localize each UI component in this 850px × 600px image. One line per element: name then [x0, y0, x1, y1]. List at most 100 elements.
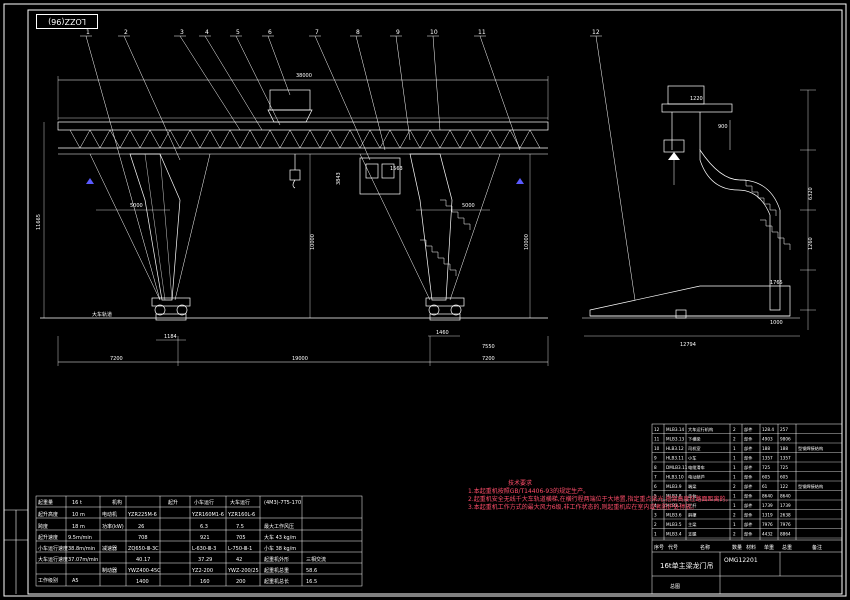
bom-header-name: 名称	[700, 544, 710, 551]
bom-cell: 4432	[762, 532, 773, 537]
bom-cell: 走台	[688, 493, 696, 500]
bom-cell: 部件	[744, 512, 752, 519]
param-extra-9: 16.5	[306, 579, 317, 585]
front-elevation	[40, 76, 549, 366]
param-brake-label: 制动器	[102, 567, 117, 574]
balloon-2: 2	[124, 29, 128, 36]
technical-note-2: 2.起重机安全无线千大车轨道横梯,在横行程两端位于大地置,指定重点采光,搭架高度…	[468, 496, 732, 503]
param-value-span: 18 m	[72, 524, 85, 530]
bom-cell: 1	[733, 465, 736, 470]
bom-cell: 部件	[744, 474, 752, 481]
param-torque-1: 1400	[136, 579, 149, 585]
bom-cell: 部件	[744, 483, 752, 490]
balloon-9: 9	[396, 29, 400, 36]
bom-cell: 2	[654, 522, 657, 527]
technical-notes: 技术要求 1.本起重机按照GB/T14406-93的规定生产。 2.起重机安全无…	[468, 480, 731, 512]
bom-cell: 188	[762, 446, 770, 451]
bom-cell: 725	[780, 465, 788, 470]
param-power-2: 6.3	[200, 524, 208, 530]
dim-side-h4: 1260	[808, 237, 814, 250]
balloon-numbers: 1 2 3 4 5 6 7 8 9 10 11 12	[86, 29, 600, 36]
bom-cell: 部件	[744, 436, 752, 443]
technical-notes-title: 技术要求	[508, 480, 533, 487]
bom-cell: 725	[762, 465, 770, 470]
param-power-3: 7.5	[236, 524, 244, 530]
dim-side-h1: 1220	[690, 96, 703, 102]
bom-cell: MLB3.5	[666, 522, 682, 527]
param-header-hoist: 起升	[168, 499, 178, 506]
bom-cell: 司机室	[688, 445, 701, 452]
param-label-capacity: 起重量	[38, 499, 53, 506]
bom-table	[651, 423, 843, 595]
bom-cell: 12	[654, 427, 660, 432]
bom-cell: 7976	[780, 522, 791, 527]
param-extra-6: 起重机总重	[264, 567, 289, 574]
inner-border	[27, 9, 843, 595]
bom-cell: 3	[654, 513, 657, 518]
bom-cell: 5	[654, 494, 657, 499]
dim-span: 38000	[296, 73, 312, 79]
param-speed-2: 921	[200, 535, 210, 541]
bom-cell: 1357	[780, 456, 791, 461]
side-elevation	[582, 85, 816, 337]
bom-cell: HLB3.10	[666, 475, 684, 480]
rail-label: 大车轨道	[92, 311, 112, 318]
bom-cell: 6	[654, 484, 657, 489]
bom-footer: 序号 代号 名称 数量 材料 单重 总重 备注 16t单主梁龙门吊 OMG122…	[654, 544, 822, 590]
bom-header-material: 材料	[746, 544, 756, 551]
bom-cell: 部件	[744, 521, 752, 528]
balloon-7: 7	[315, 29, 319, 36]
dim-left-overhang: 7200	[110, 356, 123, 362]
bom-cell: 61	[762, 484, 768, 489]
dim-right-overhang: 7200	[482, 356, 495, 362]
bom-cell: 部件	[744, 426, 752, 433]
bom-cell: 7	[654, 475, 657, 480]
bom-cell: 部件	[744, 445, 752, 452]
bom-cell: 257	[780, 427, 788, 432]
parameter-table-text: 机构 起升 小车运行 大车运行 起重量 16 t 起升高度 10 m 跨度 18…	[38, 499, 326, 585]
bom-cell: 型钢焊接结构	[798, 445, 823, 452]
bom-cell: 部件	[744, 502, 752, 509]
param-ratio-1: 40.17	[136, 557, 150, 563]
bom-header-code: 代号	[668, 544, 678, 551]
bom-header-qty: 数量	[732, 544, 742, 551]
bom-cell: 188	[780, 446, 788, 451]
param-value-trolley-speed: 38.8m/min	[68, 546, 95, 552]
bom-cell: 电缆滑车	[688, 464, 705, 471]
param-brake-3: YWZ-200/25	[227, 568, 259, 574]
balloon-11: 11	[478, 29, 486, 36]
bom-cell: 1357	[762, 456, 773, 461]
param-brake-2: YZ2-200	[191, 568, 213, 574]
bom-cell: 栏杆	[688, 502, 697, 509]
bom-cell: 9	[654, 456, 657, 461]
bom-cell: 128.4	[762, 427, 774, 432]
balloon-6: 6	[268, 29, 272, 36]
param-speed-3: 705	[236, 535, 246, 541]
front-dimension-labels: 38000 11665 10000 3843 1563 10000 5000 5…	[36, 73, 530, 362]
dim-side-total: 12794	[680, 342, 696, 348]
param-label-travel-speed: 大车运行速度	[38, 556, 68, 563]
bom-cell: 1	[733, 503, 736, 508]
bom-cell: MLB3.6	[666, 513, 682, 518]
param-extra-1: 最大工作风压	[264, 523, 294, 530]
bom-cell: HLB3.11	[666, 456, 684, 461]
bom-cell: 1739	[780, 503, 791, 508]
bom-cell: 2	[733, 437, 736, 442]
balloon-5: 5	[236, 29, 240, 36]
bom-cell: 斜撑	[688, 512, 697, 519]
dim-total-length: 19000	[292, 356, 308, 362]
dim-wheel-gauge: 1460	[436, 330, 449, 336]
dim-trolley-h: 3843	[336, 172, 342, 185]
param-label-class: 工作级别	[38, 577, 58, 584]
bom-cell: 4903	[762, 437, 773, 442]
bom-cell: 9806	[780, 437, 791, 442]
param-extra-4: 起重机外形	[264, 556, 289, 563]
bom-cell: MLB3.13	[666, 437, 684, 442]
param-value-hoist-speed: 9.5m/min	[68, 535, 92, 541]
param-extra-5: 三相交流	[306, 556, 326, 563]
bom-header-unit-weight: 单重	[764, 544, 774, 551]
bom-cell: 1	[733, 456, 736, 461]
bom-cell: 2	[733, 484, 736, 489]
dim-side-h5: 1765	[770, 280, 783, 286]
